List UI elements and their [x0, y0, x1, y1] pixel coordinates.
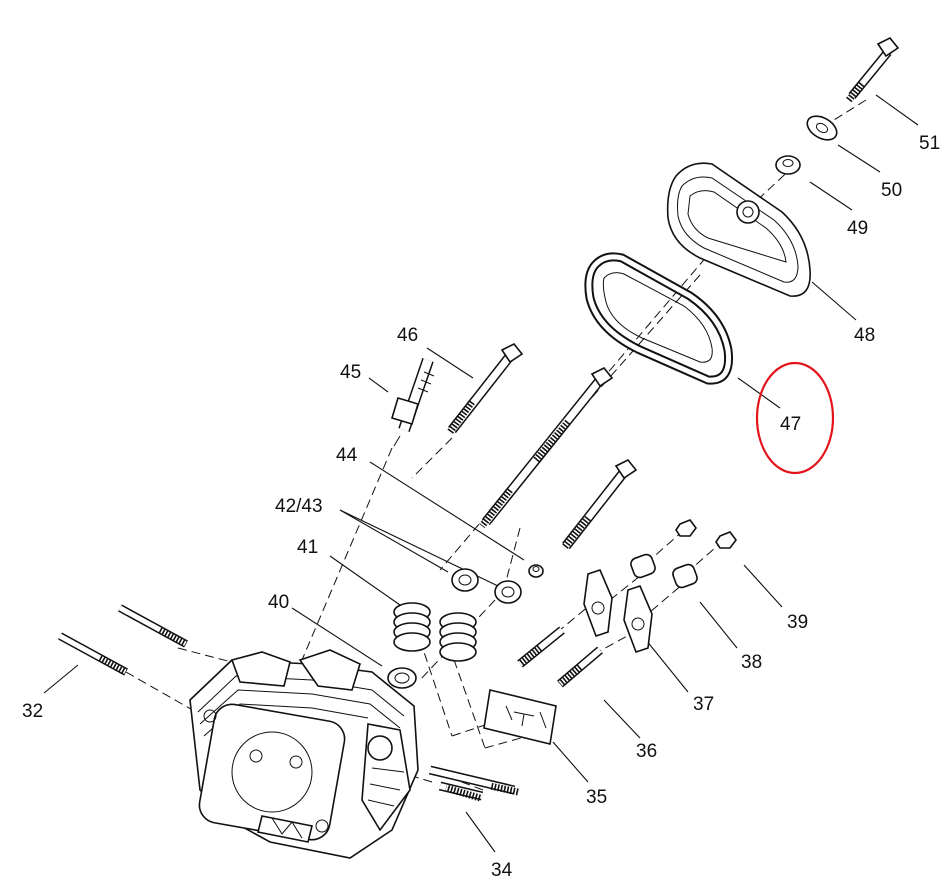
label-50: 50 [881, 180, 902, 201]
part-35-guide-plate [483, 689, 557, 745]
part-38-pivots [630, 553, 698, 589]
part-48-valve-cover [666, 162, 811, 297]
part-40-valve-seal [387, 667, 417, 689]
part-44-valve-cap [528, 564, 544, 578]
part-50-washer [806, 115, 838, 141]
part-39-nuts [675, 519, 737, 549]
label-36: 36 [636, 741, 657, 762]
label-42-43: 42/43 [275, 496, 323, 517]
label-44: 44 [336, 445, 358, 466]
part-42-43-retainers [451, 568, 522, 604]
part-34-studs [428, 765, 519, 802]
part-36-rocker-studs [517, 626, 603, 688]
highlight-circle [755, 361, 835, 475]
part-51-bolt [845, 36, 900, 104]
label-35: 35 [586, 787, 607, 808]
label-34: 34 [491, 860, 513, 881]
label-39: 39 [787, 612, 808, 633]
part-labels: 51 50 49 48 47 46 45 44 42/43 41 40 39 3… [22, 133, 940, 881]
label-45: 45 [340, 362, 361, 383]
part-37-rocker-arms [583, 569, 653, 654]
label-47: 47 [780, 414, 801, 435]
label-41: 41 [297, 537, 318, 558]
part-45-spark-plug [391, 358, 435, 447]
part-49-grommet [775, 155, 801, 175]
label-40: 40 [268, 592, 289, 613]
part-47-gasket [584, 252, 734, 385]
label-48: 48 [854, 325, 875, 346]
label-51: 51 [919, 133, 940, 154]
part-32-studs [58, 604, 188, 676]
label-49: 49 [847, 218, 868, 239]
label-32: 32 [22, 701, 43, 722]
label-37: 37 [693, 694, 714, 715]
label-46: 46 [397, 325, 418, 346]
cylinder-head [189, 649, 419, 859]
part-41-valve-springs [393, 602, 477, 662]
leader-lines [43, 94, 919, 853]
part-46-bolts [447, 342, 638, 551]
label-38: 38 [741, 652, 762, 673]
